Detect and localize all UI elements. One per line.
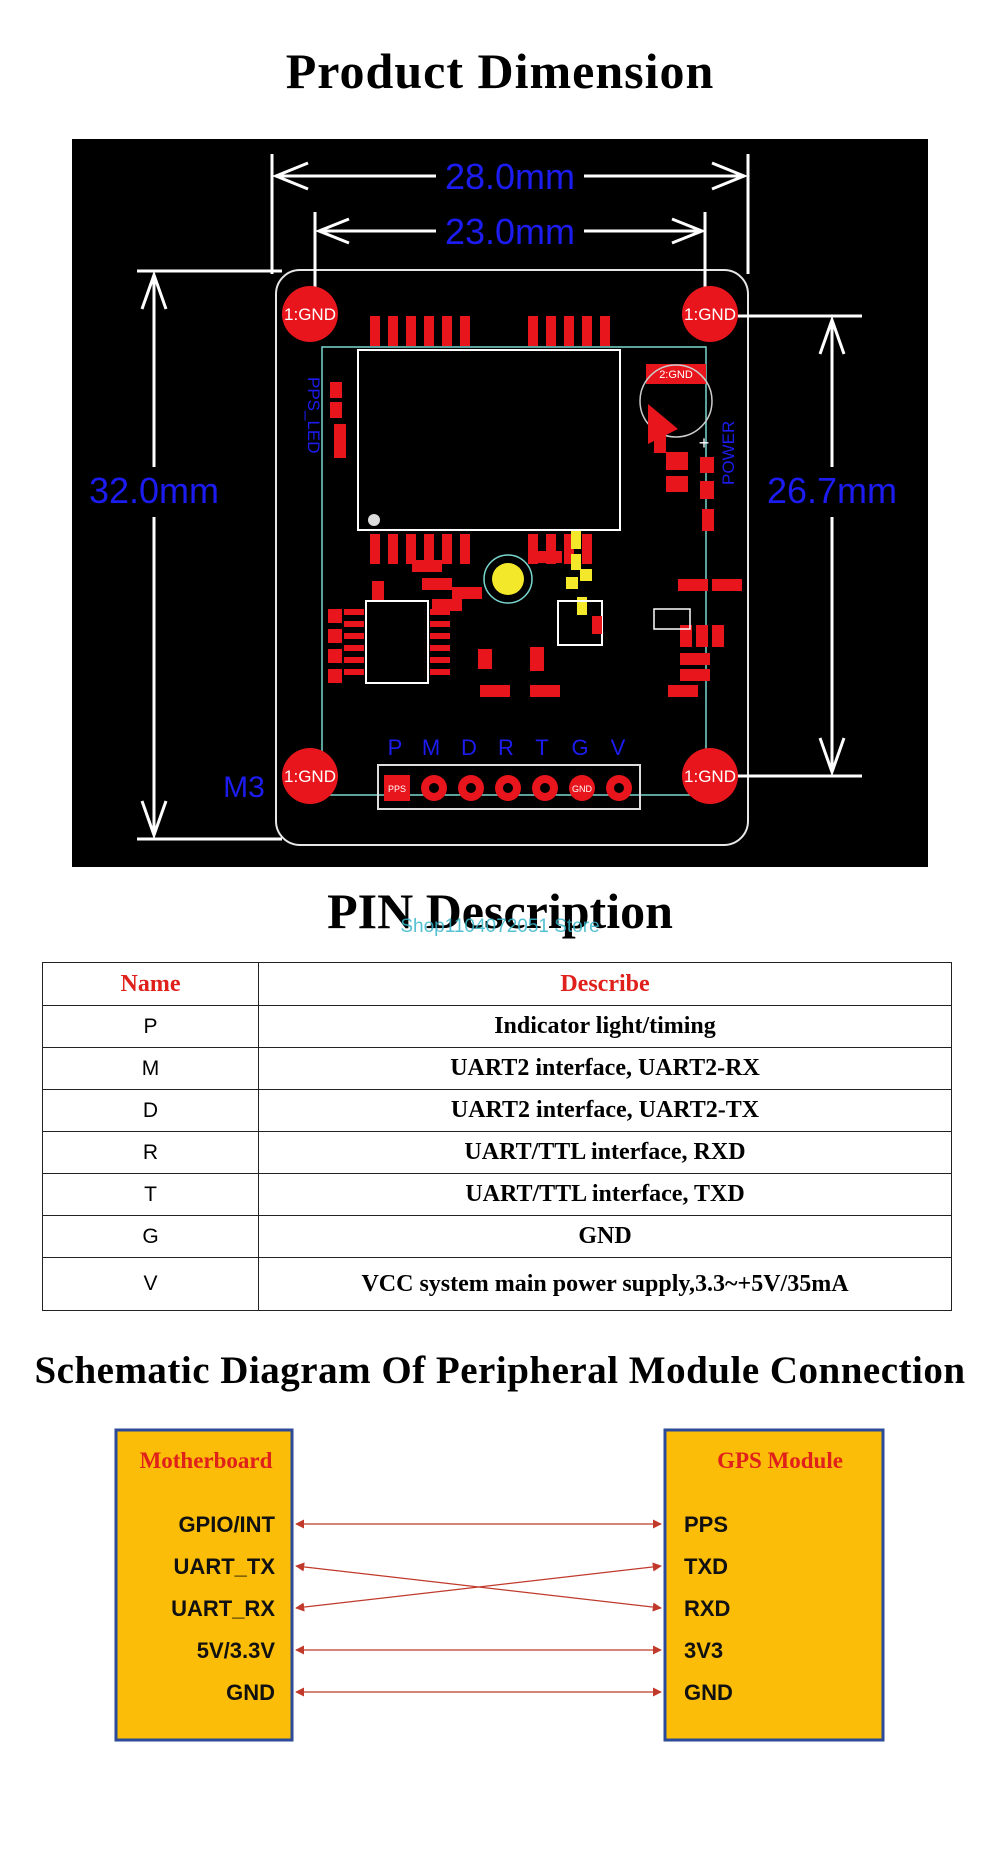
table-row: G GND bbox=[42, 1215, 952, 1258]
table-row: M UART2 interface, UART2-RX bbox=[42, 1047, 952, 1090]
passive-components bbox=[328, 382, 742, 697]
pin-letter-p: P bbox=[388, 735, 403, 760]
pin-table-header: Name Describe bbox=[42, 962, 952, 1006]
motherboard-pin-label: GPIO/INT bbox=[178, 1512, 275, 1537]
pin-describe: VCC system main power supply,3.3~+5V/35m… bbox=[258, 1257, 952, 1311]
table-row: R UART/TTL interface, RXD bbox=[42, 1131, 952, 1174]
gps-pin-label: 3V3 bbox=[684, 1638, 723, 1663]
connection-line bbox=[295, 1562, 662, 1612]
pin-describe: GND bbox=[258, 1215, 952, 1258]
product-dimension-title: Product Dimension bbox=[285, 43, 715, 99]
plus-sign: + bbox=[699, 433, 710, 453]
ic-chip bbox=[344, 600, 450, 684]
antenna-feed bbox=[492, 563, 524, 595]
motherboard-pin-label: UART_TX bbox=[174, 1554, 276, 1579]
pin-describe: UART/TTL interface, RXD bbox=[258, 1131, 952, 1174]
motherboard-box bbox=[114, 1428, 294, 1742]
pin-describe: UART/TTL interface, TXD bbox=[258, 1173, 952, 1216]
pin-name: T bbox=[42, 1173, 259, 1216]
pin-name: R bbox=[42, 1131, 259, 1174]
pin-description-title: PIN Description bbox=[327, 883, 673, 939]
hole-label: 1:GND bbox=[684, 767, 736, 786]
pin-letter-g: G bbox=[571, 735, 588, 760]
pad-gnd-label: GND bbox=[572, 784, 593, 794]
pin-name: P bbox=[42, 1005, 259, 1048]
gps-module-box bbox=[663, 1428, 885, 1742]
dim-outer-width: 28.0mm bbox=[445, 156, 575, 197]
battery-pad bbox=[648, 404, 678, 444]
gps-pin-label: RXD bbox=[684, 1596, 730, 1621]
gnd2-label: 2:GND bbox=[659, 369, 693, 381]
header-describe: Describe bbox=[258, 962, 952, 1006]
dim-outer-height: 32.0mm bbox=[89, 470, 219, 511]
battery-outline bbox=[639, 364, 713, 438]
gps-module-title: GPS Module bbox=[717, 1448, 843, 1473]
board-outline bbox=[275, 269, 749, 846]
motherboard-pin-label: UART_RX bbox=[171, 1596, 275, 1621]
pad-pps bbox=[384, 775, 410, 801]
motherboard-pin-label: 5V/3.3V bbox=[197, 1638, 276, 1663]
pcb-dimension-drawing: 28.0mm 23.0mm 32.0mm 26.7mm M3 1:GND 1:G… bbox=[72, 139, 928, 867]
gps-chip-outline bbox=[357, 349, 621, 531]
motherboard-title: Motherboard bbox=[140, 1448, 273, 1473]
chip-pin1-dot bbox=[368, 514, 380, 526]
pin-name: G bbox=[42, 1215, 259, 1258]
store-watermark: Shop1104072051 Store bbox=[400, 916, 600, 937]
pin-letter-r: R bbox=[498, 735, 514, 760]
pin-table: Name Describe P Indicator light/timing M… bbox=[42, 962, 952, 1311]
mounting-holes bbox=[282, 286, 738, 804]
pin-name: V bbox=[42, 1257, 259, 1311]
gps-pin-label: GND bbox=[684, 1680, 733, 1705]
dimension-arrows bbox=[140, 161, 846, 840]
pad-pps-label: PPS bbox=[388, 784, 406, 794]
pin-letters: P M D R T G V bbox=[388, 735, 626, 760]
dim-hole-spacing-x: 23.0mm bbox=[445, 211, 575, 252]
table-row: V VCC system main power supply,3.3~+5V/3… bbox=[42, 1257, 952, 1311]
chip-pads-bottom bbox=[370, 534, 592, 564]
mount-label: M3 bbox=[223, 771, 265, 804]
gps-pin-label: TXD bbox=[684, 1554, 728, 1579]
pin-name: D bbox=[42, 1089, 259, 1132]
pin-describe: UART2 interface, UART2-RX bbox=[258, 1047, 952, 1090]
pin-letter-t: T bbox=[535, 735, 548, 760]
table-row: P Indicator light/timing bbox=[42, 1005, 952, 1048]
pps-led-label: PPS_LED bbox=[304, 377, 323, 454]
hole-label: 1:GND bbox=[284, 767, 336, 786]
rf-pads bbox=[566, 531, 592, 615]
chip-pads-top bbox=[370, 316, 610, 346]
gnd2-pad bbox=[646, 364, 706, 384]
pin-describe: Indicator light/timing bbox=[258, 1005, 952, 1048]
pin-name: M bbox=[42, 1047, 259, 1090]
connection-diagram: Motherboard GPS Module GPIO/INT UART_TX UA… bbox=[114, 1428, 885, 1742]
power-label: POWER bbox=[719, 421, 738, 485]
pcb-background bbox=[72, 139, 928, 867]
schematic-title: Schematic Diagram Of Peripheral Module C… bbox=[34, 1349, 966, 1392]
pin-header bbox=[377, 764, 641, 810]
table-row: T UART/TTL interface, TXD bbox=[42, 1173, 952, 1216]
hole-label: 1:GND bbox=[684, 305, 736, 324]
header-name: Name bbox=[42, 962, 259, 1006]
pin-letter-v: V bbox=[611, 735, 626, 760]
motherboard-pin-label: GND bbox=[226, 1680, 275, 1705]
gps-pin-label: PPS bbox=[684, 1512, 728, 1537]
hole-label: 1:GND bbox=[284, 305, 336, 324]
pin-letter-m: M bbox=[422, 735, 440, 760]
table-row: D UART2 interface, UART2-TX bbox=[42, 1089, 952, 1132]
pin-describe: UART2 interface, UART2-TX bbox=[258, 1089, 952, 1132]
dim-hole-spacing-y: 26.7mm bbox=[767, 470, 897, 511]
pin-letter-d: D bbox=[461, 735, 477, 760]
